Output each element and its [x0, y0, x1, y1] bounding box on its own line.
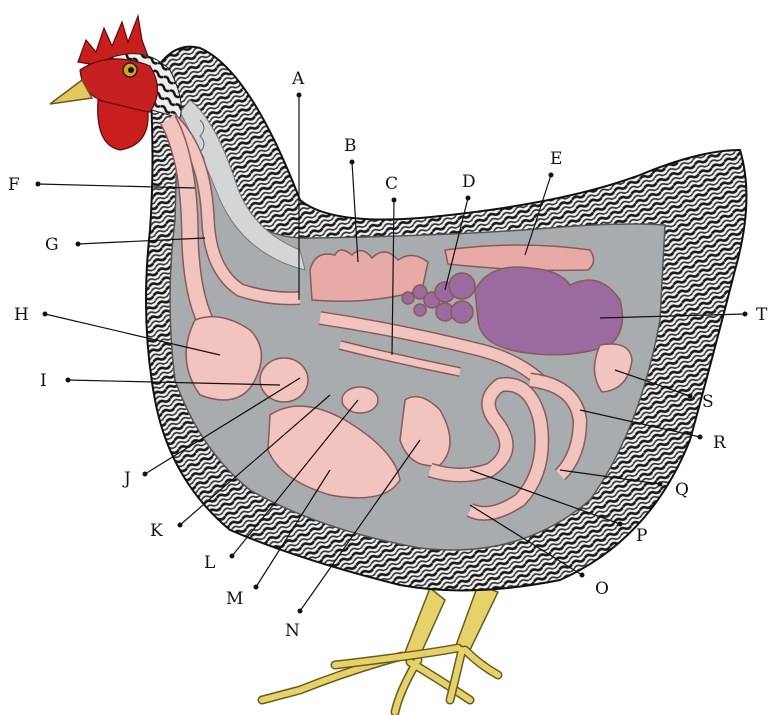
- label-dot-I: [66, 378, 71, 383]
- label-M: M: [226, 589, 243, 609]
- label-N: N: [285, 621, 300, 641]
- label-F: F: [8, 175, 20, 195]
- label-dot-A: [297, 93, 302, 98]
- label-D: D: [462, 172, 476, 192]
- label-dot-C: [392, 198, 397, 203]
- right-leg: [455, 585, 498, 650]
- label-I: I: [40, 371, 47, 391]
- label-dot-J: [143, 472, 148, 477]
- label-dot-P: [618, 522, 623, 527]
- label-dot-O: [580, 573, 585, 578]
- label-T: T: [756, 305, 768, 325]
- label-dot-G: [76, 242, 81, 247]
- label-J: J: [122, 469, 131, 489]
- label-dot-H: [43, 312, 48, 317]
- label-G: G: [45, 235, 59, 255]
- legs: [262, 585, 498, 712]
- label-R: R: [713, 433, 727, 453]
- label-dot-N: [298, 609, 303, 614]
- label-dot-Q: [658, 482, 663, 487]
- label-dot-B: [350, 160, 355, 165]
- label-Q: Q: [675, 480, 689, 500]
- label-L: L: [204, 553, 215, 573]
- label-A: A: [291, 69, 305, 89]
- label-dot-M: [254, 585, 259, 590]
- label-dot-T: [743, 312, 748, 317]
- label-dot-K: [178, 523, 183, 528]
- label-O: O: [595, 579, 609, 599]
- proventriculus: [260, 358, 308, 402]
- label-K: K: [150, 521, 163, 541]
- label-S: S: [702, 392, 714, 412]
- face: [80, 59, 158, 112]
- label-dot-S: [688, 394, 693, 399]
- label-dot-D: [466, 196, 471, 201]
- label-dot-R: [698, 435, 703, 440]
- label-C: C: [385, 174, 398, 194]
- label-dot-L: [230, 554, 235, 559]
- label-dot-E: [549, 173, 554, 178]
- label-H: H: [14, 305, 29, 325]
- spleen: [342, 387, 378, 413]
- label-E: E: [550, 149, 562, 169]
- label-P: P: [636, 526, 647, 546]
- label-dot-F: [36, 182, 41, 187]
- label-B: B: [344, 136, 357, 156]
